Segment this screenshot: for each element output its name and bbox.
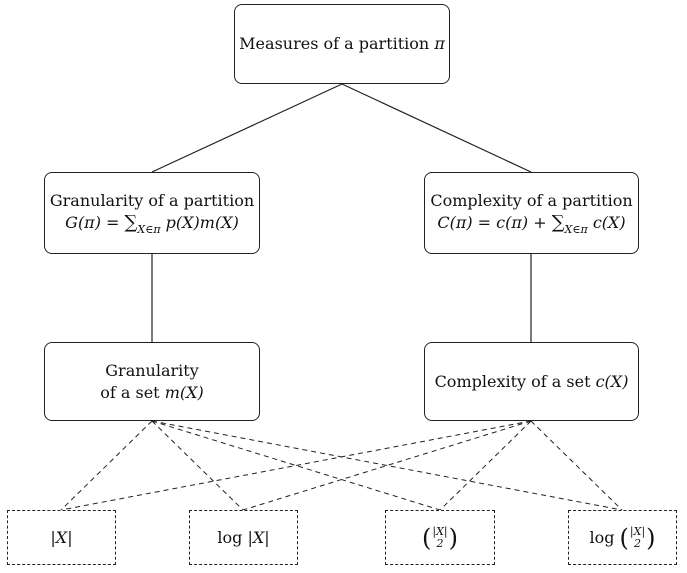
granularity-set-line2: of a set m(X) (100, 382, 204, 404)
binom-stack: |X| 2 (432, 524, 448, 550)
root-label: Measures of a partition (239, 34, 430, 53)
complexity-partition-node: Complexity of a partition C(π) = c(π) + … (424, 172, 639, 254)
edge-cset-binom (439, 420, 532, 511)
edge-cset-logabs (242, 420, 532, 511)
granularity-set-text: of a set (100, 382, 165, 402)
granularity-partition-formula: G(π) = ∑X∈π p(X)m(X) (65, 212, 239, 236)
leaf-log-abs-fn: log (217, 528, 243, 547)
binom-bottom: 2 (436, 536, 444, 550)
binom-expression: ( |X| 2 ) (422, 523, 458, 552)
log-binom-paren-open: ( (619, 523, 629, 552)
complexity-set-line: Complexity of a set c(X) (435, 371, 629, 393)
edge-root-complexity (341, 83, 532, 173)
complexity-formula-sum: ∑ (551, 212, 565, 233)
leaf-binom: ( |X| 2 ) (385, 510, 495, 565)
edge-gset-logbinom (151, 420, 623, 511)
granularity-formula-lhs: G(π) = (65, 213, 125, 232)
log-binom-expression: ( |X| 2 ) (619, 523, 656, 552)
edge-root-granularity (151, 83, 343, 173)
log-binom-top: |X| (629, 524, 646, 538)
complexity-formula-lhs: C(π) = c(π) + (437, 213, 552, 232)
leaf-log-abs-x: log |X| (189, 510, 298, 565)
complexity-set-math: c(X) (595, 371, 629, 391)
edge-gset-logabs (151, 420, 244, 511)
log-binom-paren-close: ) (646, 523, 656, 552)
complexity-set-node: Complexity of a set c(X) (424, 342, 639, 421)
granularity-formula-sub: X∈π (137, 223, 161, 236)
complexity-set-text: Complexity of a set (434, 371, 596, 391)
binom-paren-close: ) (448, 523, 458, 552)
edge-cset-abs (60, 420, 532, 511)
log-binom-stack: |X| 2 (629, 524, 646, 550)
complexity-partition-title: Complexity of a partition (430, 191, 633, 210)
granularity-formula-rhs: p(X)m(X) (160, 213, 239, 232)
complexity-formula-rhs: c(X) (587, 213, 626, 232)
root-label-line: Measures of a partition π (239, 33, 445, 55)
edge-gset-abs (60, 420, 153, 511)
leaf-log-binom: log ( |X| 2 ) (568, 510, 677, 565)
root-node: Measures of a partition π (234, 4, 450, 84)
granularity-partition-title: Granularity of a partition (49, 191, 255, 210)
leaf-abs-x: |X| (7, 510, 116, 565)
root-symbol: π (434, 34, 445, 53)
leaf-log-binom-fn: log (589, 528, 615, 547)
binom-top: |X| (432, 524, 448, 538)
edge-gset-binom (151, 420, 441, 511)
binom-paren-open: ( (422, 523, 432, 552)
leaf-abs-x-text: |X| (50, 528, 73, 547)
edge-cset-logbinom (530, 420, 623, 511)
leaf-log-abs-arg: |X| (247, 528, 270, 547)
complexity-partition-formula: C(π) = c(π) + ∑X∈π c(X) (437, 212, 625, 236)
granularity-set-line1: Granularity (105, 360, 199, 380)
granularity-set-node: Granularity of a set m(X) (44, 342, 260, 421)
complexity-formula-sub: X∈π (564, 223, 588, 236)
granularity-set-math: m(X) (164, 382, 204, 402)
granularity-formula-sum: ∑ (124, 212, 138, 233)
log-binom-bottom: 2 (634, 536, 642, 550)
granularity-partition-node: Granularity of a partition G(π) = ∑X∈π p… (44, 172, 260, 254)
